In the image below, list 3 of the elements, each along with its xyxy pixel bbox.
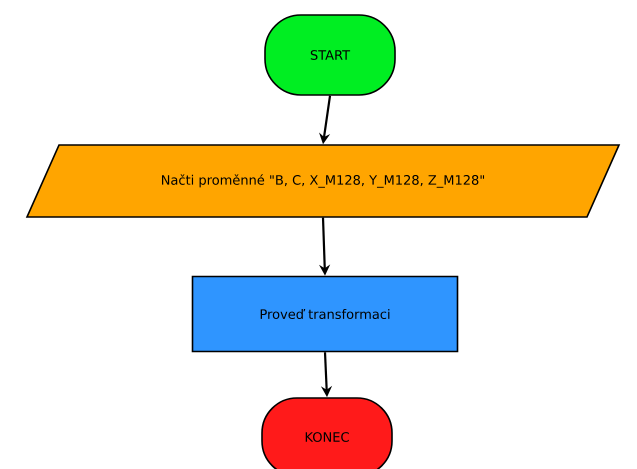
start-terminal: START (264, 14, 396, 96)
end-terminal: KONEC (261, 397, 393, 469)
process-box: Proveď transformaci (192, 276, 458, 352)
